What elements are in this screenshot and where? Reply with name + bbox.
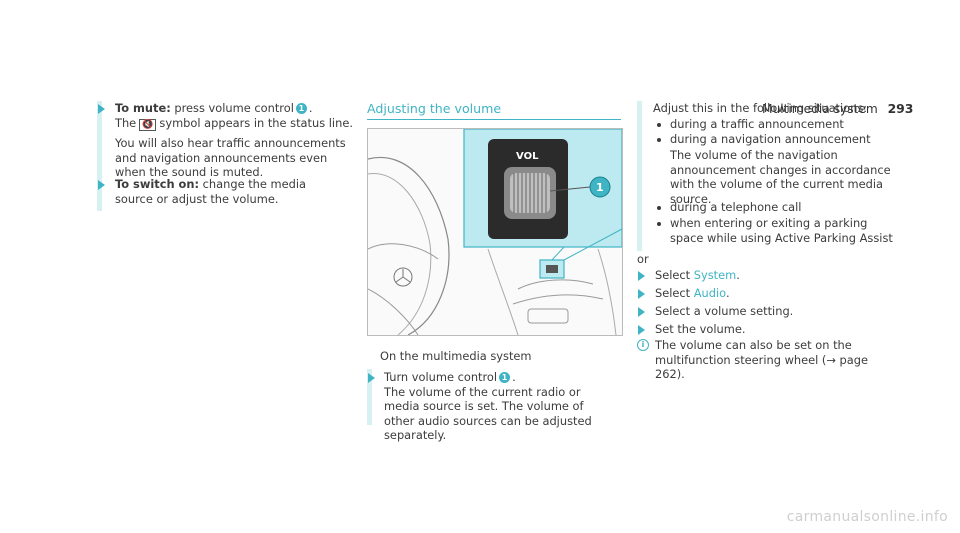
audio-link[interactable]: Audio (693, 286, 726, 300)
mute-symbol-icon: 🔇 (139, 118, 157, 131)
situations-intro: Adjust this in the following situations: (653, 101, 868, 115)
or-separator: or (637, 252, 649, 266)
control-badge-icon: 1 (295, 103, 307, 114)
select-audio-step: Select Audio. (655, 286, 730, 300)
set-volume-step: Set the volume. (655, 322, 746, 336)
bullet-icon (657, 222, 661, 226)
step-arrow-icon (368, 373, 375, 383)
volume-control-figure: VOL 1 (367, 128, 623, 336)
info-icon: i (637, 339, 649, 351)
step-arrow-icon (638, 271, 645, 281)
section-heading: Adjusting the volume (367, 101, 502, 116)
situation-item: when entering or exiting a parking space… (670, 216, 893, 245)
section-title: Multimedia system (762, 102, 878, 116)
situation-item: during a traffic announcement (670, 117, 844, 131)
instruction-bar (97, 101, 102, 211)
step-arrow-icon (638, 307, 645, 317)
bullet-icon (657, 123, 661, 127)
mute-action: press volume control (174, 101, 294, 115)
bullet-icon (657, 206, 661, 210)
instruction-bar (367, 369, 372, 425)
figure-badge-icon (589, 176, 611, 198)
bullet-icon (657, 138, 661, 142)
select-volume-step: Select a volume setting. (655, 304, 794, 318)
step-arrow-icon (98, 104, 105, 114)
dashboard-illustration: VOL 1 (368, 129, 622, 335)
step-arrow-icon (638, 289, 645, 299)
mute-line2-post: symbol appears in the status line. (159, 115, 353, 130)
select-text: Select (655, 268, 691, 282)
switch-on-label: To switch on: (115, 177, 200, 191)
system-link[interactable]: System (693, 268, 737, 282)
turn-text-pre: Turn volume control (384, 370, 498, 384)
switch-on-step: To switch on: change the media source or… (115, 177, 345, 206)
watermark: carmanualsonline.info (786, 509, 948, 525)
turn-text-post: The volume of the current radio or media… (384, 384, 592, 443)
situation-item: during a telephone call (670, 200, 802, 214)
select-text: Select (655, 286, 691, 300)
switch-on-text: change the media source or adjust the vo… (115, 177, 306, 206)
running-header: Multimedia system 293 (762, 101, 913, 116)
figure-caption: On the multimedia system (380, 349, 532, 363)
vol-label: VOL (516, 151, 539, 162)
page-number: 293 (887, 101, 914, 116)
step-arrow-icon (638, 325, 645, 335)
mute-label: To mute: (115, 101, 171, 115)
heading-divider (367, 119, 621, 120)
control-badge-icon: 1 (499, 372, 511, 383)
mute-line2-pre: The (115, 115, 137, 130)
figure-badge-number: 1 (596, 181, 604, 194)
instruction-bar (637, 101, 642, 251)
situation-item: during a navigation announcement (670, 132, 871, 146)
navigation-note: The volume of the navigation announce­me… (670, 148, 891, 206)
mute-note: You will also hear traffic announcements… (115, 136, 346, 180)
info-note: The volume can also be set on the multif… (655, 338, 868, 382)
step-arrow-icon (98, 180, 105, 190)
select-system-step: Select System. (655, 268, 740, 282)
